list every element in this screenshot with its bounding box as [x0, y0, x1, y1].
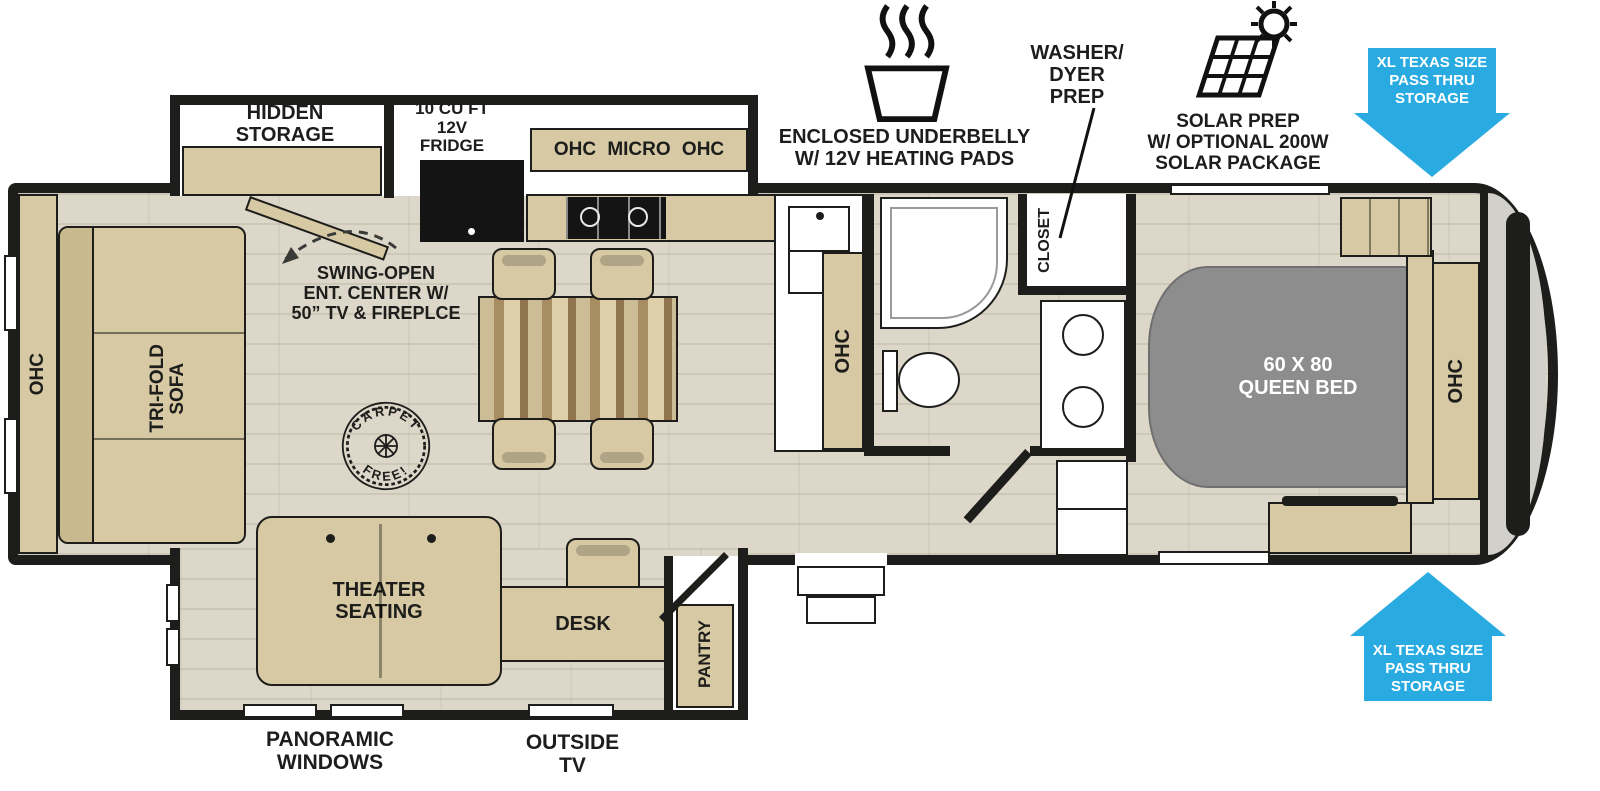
pass-thru-arrow-up-icon: XL TEXAS SIZE PASS THRU STORAGE — [1350, 572, 1506, 701]
vanity-sink — [1062, 314, 1104, 356]
washer-dryer-prep-label: WASHER/ DYER PREP — [1030, 42, 1124, 108]
carpet-free-bottom-text: FREE! — [360, 462, 409, 484]
dinette-chair — [492, 418, 556, 470]
queen-bed: 60 X 80 QUEEN BED — [1148, 266, 1410, 488]
wall — [1018, 194, 1027, 292]
window — [166, 584, 180, 622]
kitchen-ohc-vertical-label: OHC — [831, 328, 854, 374]
tri-fold-sofa — [58, 226, 246, 544]
dinette-chair — [590, 248, 654, 300]
wall — [1480, 193, 1489, 555]
wall — [864, 194, 874, 454]
window — [528, 704, 614, 718]
window — [1158, 551, 1270, 565]
window — [4, 418, 18, 494]
theater-seating-label: THEATER SEATING — [332, 579, 426, 623]
bedroom-wardrobe: OHC — [1432, 262, 1480, 500]
fridge-label: 10 CU FT 12V FRIDGE — [415, 99, 489, 156]
outside-tv-label: OUTSIDE TV — [525, 731, 620, 778]
washer-dryer-pointer-line — [1058, 107, 1096, 239]
dinette-table — [478, 296, 678, 422]
seat-divider — [379, 524, 382, 678]
refrigerator — [420, 160, 524, 242]
globe-icon — [374, 434, 398, 458]
entry-step — [797, 566, 885, 596]
wall — [1018, 286, 1136, 295]
pass-thru-storage-bottom-text: XL TEXAS SIZE PASS THRU STORAGE — [1364, 636, 1492, 701]
wall — [1126, 194, 1136, 462]
sofa-cushion-line — [94, 332, 244, 334]
sofa-label-wrap: TRI-FOLD SOFA — [128, 296, 208, 480]
entry-door-opening — [795, 553, 887, 566]
hidden-storage-label: HIDDEN STORAGE — [235, 102, 335, 146]
pass-thru-storage-top-text: XL TEXAS SIZE PASS THRU STORAGE — [1368, 48, 1496, 113]
kitchen-ohc-cabinet: OHC — [822, 252, 864, 450]
shower-pan — [890, 207, 998, 319]
ent-center-label: SWING-OPEN ENT. CENTER W/ 50” TV & FIREP… — [291, 263, 461, 323]
hidden-storage-cabinet — [182, 146, 382, 196]
cooktop — [566, 197, 666, 239]
burner-icon — [580, 207, 600, 227]
svg-text:FREE!: FREE! — [360, 462, 411, 484]
desk: DESK — [500, 586, 666, 662]
svg-text:CARPET: CARPET — [348, 403, 425, 433]
pass-thru-arrow-down-icon: XL TEXAS SIZE PASS THRU STORAGE — [1354, 48, 1510, 177]
arrow-head-up — [1350, 572, 1506, 636]
wall — [384, 100, 394, 198]
window — [4, 255, 18, 331]
panoramic-windows-label: PANORAMIC WINDOWS — [266, 728, 394, 775]
bedroom-dresser — [1268, 502, 1412, 554]
toilet — [898, 352, 960, 408]
kitchen-ohc-label: OHC MICRO OHC — [553, 138, 725, 160]
pantry-label-wrap: PANTRY — [688, 596, 722, 712]
faucet-icon — [816, 212, 824, 220]
bedroom-ohc-label: OHC — [1444, 358, 1467, 404]
kitchen-overhead-cabinet: OHC MICRO OHC — [530, 128, 748, 172]
carpet-free-badge: CARPET FREE! — [341, 401, 431, 491]
dinette-chair — [590, 418, 654, 470]
front-cap-window — [1506, 212, 1530, 536]
pantry-shelves — [676, 604, 734, 708]
bedroom-step — [1056, 460, 1128, 556]
theater-seating: THEATER SEATING — [256, 516, 502, 686]
left-ohc-cabinet: OHC — [18, 194, 58, 554]
bedroom-cabinet — [1340, 197, 1432, 257]
cupholder-icon — [427, 534, 437, 543]
step-edge — [1058, 508, 1126, 510]
toilet-tank — [882, 350, 898, 412]
closet — [1027, 194, 1126, 286]
sofa-cushion-line — [94, 438, 244, 440]
arrow-head-down — [1354, 113, 1510, 177]
window — [330, 704, 404, 718]
sink-divider — [790, 250, 848, 252]
heating-pads-icon — [864, 4, 950, 123]
desk-label: DESK — [555, 613, 611, 635]
fridge-handle — [468, 228, 475, 235]
wall — [664, 556, 673, 710]
dinette-chair — [492, 248, 556, 300]
solar-prep-icon — [1195, 1, 1297, 98]
bedroom-tv — [1282, 496, 1398, 506]
window — [1170, 184, 1330, 195]
carpet-free-top-text: CARPET — [348, 403, 422, 433]
wall — [1030, 446, 1136, 456]
vanity-sink — [1062, 386, 1104, 428]
wall — [864, 446, 950, 456]
queen-bed-label: 60 X 80 QUEEN BED — [1238, 354, 1358, 399]
pantry-label: PANTRY — [695, 620, 715, 688]
solar-prep-label: SOLAR PREP W/ OPTIONAL 200W SOLAR PACKAG… — [1147, 111, 1329, 174]
left-ohc-label: OHC — [27, 352, 49, 396]
window — [243, 704, 317, 718]
cupholder-icon — [325, 534, 335, 543]
sofa-back — [60, 228, 94, 542]
swing-open-arrow-icon — [282, 230, 397, 264]
window — [166, 628, 180, 666]
sofa-label: TRI-FOLD SOFA — [147, 343, 188, 433]
burner-icon — [628, 207, 648, 227]
bed-headboard — [1406, 250, 1434, 504]
entry-step — [806, 596, 876, 624]
underbelly-label: ENCLOSED UNDERBELLY W/ 12V HEATING PADS — [778, 126, 1031, 170]
shower — [880, 197, 1008, 329]
